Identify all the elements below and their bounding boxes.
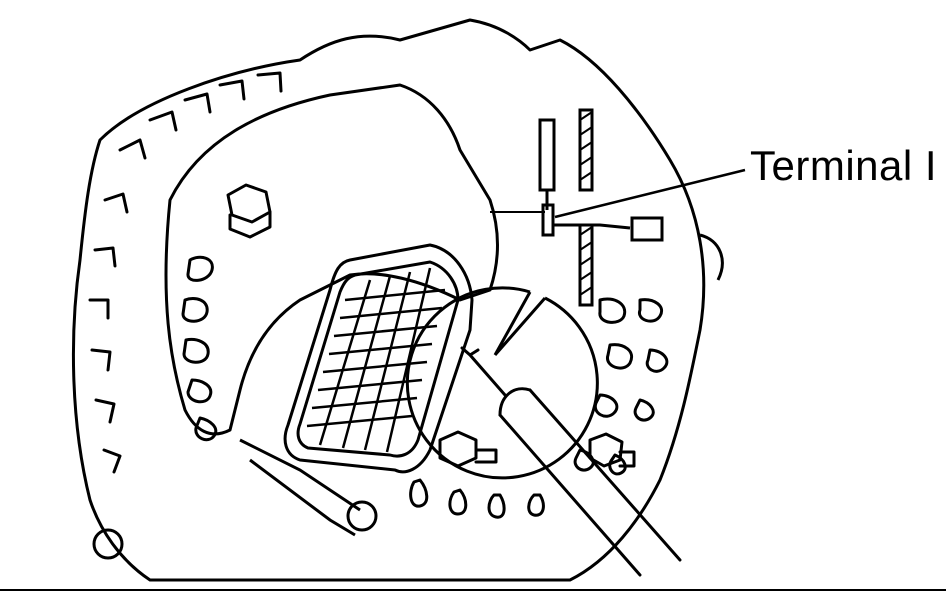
- vent-slots-right: [573, 297, 669, 476]
- magnified-view: [405, 286, 599, 480]
- alternator-housing: [71, 18, 706, 582]
- rear-frame: [164, 83, 499, 436]
- callout-leader-line: [554, 168, 746, 219]
- vent-slots: [181, 255, 218, 442]
- bottom-left-fastener: [92, 528, 124, 560]
- terminal-callout-label: Terminal I: [750, 142, 938, 189]
- ic-fins: [306, 267, 446, 453]
- bottom-rule: [0, 589, 946, 591]
- cooling-fins-left: [88, 71, 283, 474]
- magnified-detail: [490, 108, 746, 307]
- housing-edge-right: [699, 233, 724, 281]
- test-probe: [460, 346, 682, 577]
- flange-screw: [346, 500, 378, 532]
- vent-slots-bottom: [409, 478, 545, 519]
- ic-regulator: [283, 243, 474, 474]
- bolt-upper-left: [226, 183, 272, 239]
- regulator-flange: [239, 438, 361, 537]
- lower-nut: [438, 430, 498, 468]
